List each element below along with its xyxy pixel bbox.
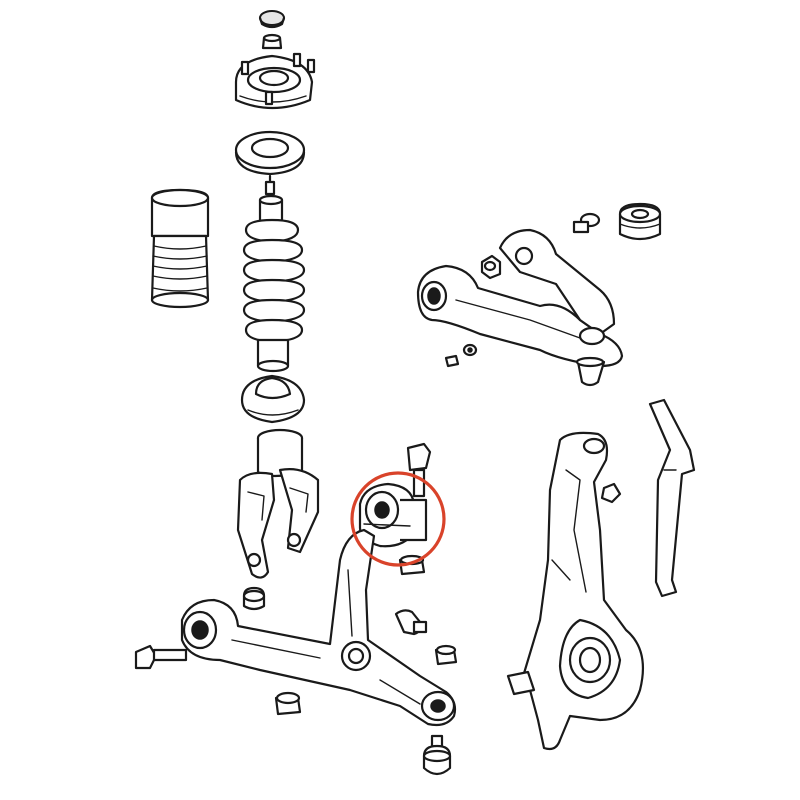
upper-ball-joint bbox=[575, 356, 606, 387]
highlight-callout-ring bbox=[350, 471, 446, 567]
spring-upper-seat bbox=[234, 130, 306, 176]
upper-arm-nut bbox=[480, 254, 502, 280]
stabilizer-link-stud bbox=[394, 609, 428, 636]
lower-arm-bottom-nut bbox=[274, 691, 302, 716]
upper-arm-small-nut bbox=[462, 343, 478, 357]
strut-lower-fork bbox=[236, 428, 320, 579]
upper-arm-bushing bbox=[618, 202, 662, 241]
stabilizer-link-bracket bbox=[648, 398, 696, 598]
lower-arm-bolt-vertical bbox=[406, 442, 432, 498]
strut-top-nut bbox=[261, 33, 283, 50]
strut-rod-tip bbox=[264, 174, 276, 200]
lower-control-arm bbox=[180, 528, 457, 727]
lower-arm-side-nut bbox=[434, 644, 458, 666]
lower-arm-front-bolt bbox=[134, 644, 188, 670]
coil-spring-and-damper bbox=[242, 194, 306, 373]
upper-arm-small-bolt bbox=[444, 354, 460, 368]
strut-top-mount bbox=[234, 52, 316, 110]
spring-lower-seat bbox=[240, 374, 306, 424]
lower-arm-small-bushing bbox=[242, 586, 266, 611]
strut-dust-boot bbox=[150, 188, 210, 309]
lower-ball-joint bbox=[422, 734, 452, 776]
strut-dust-cap bbox=[258, 10, 286, 29]
lower-arm-rear-bushing bbox=[358, 482, 428, 548]
upper-control-arm bbox=[416, 228, 624, 368]
steering-knuckle bbox=[506, 431, 644, 751]
upper-arm-bolt bbox=[572, 212, 601, 234]
